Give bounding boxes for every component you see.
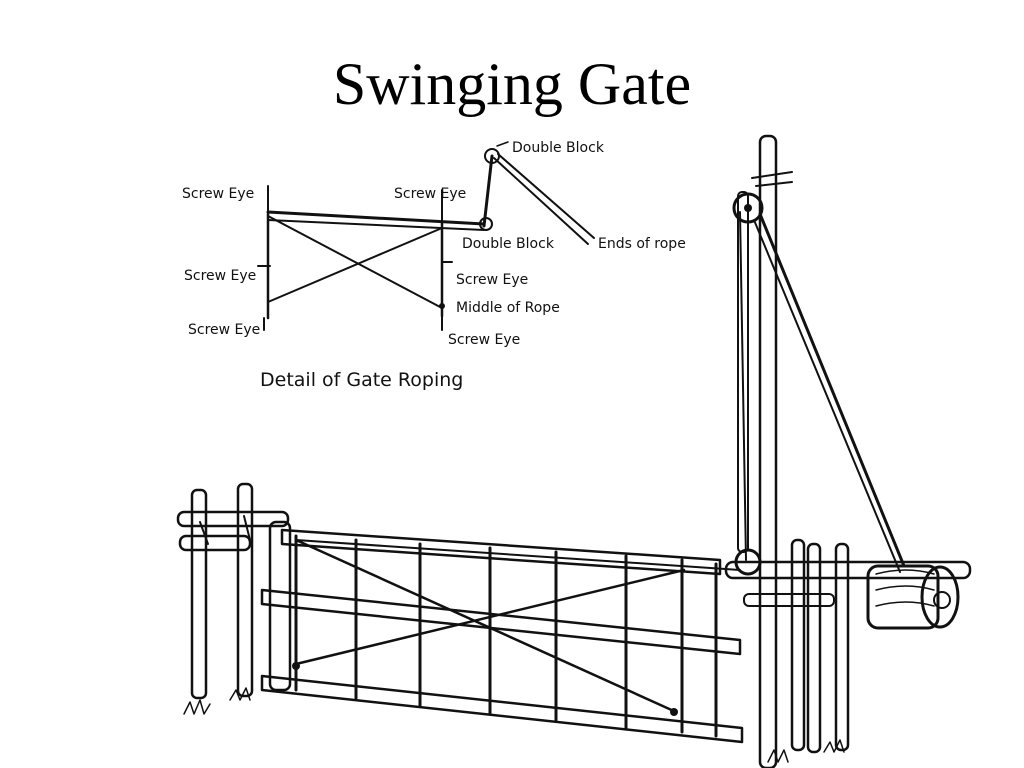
hoist-rope-c: [739, 211, 747, 561]
slide-title: Swinging Gate: [332, 51, 692, 117]
gate-roping-detail: Screw Eye Screw Eye Double Block Double …: [182, 140, 686, 391]
gate-cross-rope-a: [294, 538, 678, 714]
right-fence-post-3: [834, 542, 850, 752]
label-screw-eye-bottom-right: Screw Eye: [448, 332, 520, 348]
windlass-rope-coils: [875, 569, 935, 607]
gate-assembly: [176, 134, 972, 768]
middle-of-rope-mark: [439, 303, 445, 309]
right-brace-rail: [743, 593, 835, 607]
detail-top-rope-2: [267, 219, 485, 231]
gate-screw-eye-bottom-left: [292, 662, 300, 670]
left-fence-post-1: [190, 488, 208, 700]
windlass-axle: [724, 560, 972, 580]
upper-pulley-axle: [744, 204, 752, 212]
hoist-rope-b: [753, 219, 901, 573]
detail-riser-rope: [482, 154, 494, 228]
grass-tuft-left: [183, 699, 211, 715]
grass-tuft-right-2: [823, 739, 845, 753]
hoist-rope-a: [758, 212, 906, 568]
label-screw-eye-mid-left: Screw Eye: [184, 268, 256, 284]
gate-top-rope: [295, 539, 741, 571]
upper-pulley-icon: [732, 192, 764, 224]
gate-top-rail: [280, 528, 722, 576]
mast-top-lashing: [751, 171, 793, 187]
detail-caption: Detail of Gate Roping: [260, 369, 463, 391]
label-ends-of-rope: Ends of rope: [598, 236, 686, 252]
left-fence-post-2: [236, 482, 254, 698]
windlass-drum-hub: [933, 591, 951, 609]
detail-rope-end-b: [497, 153, 595, 239]
hoist-mast: [758, 134, 778, 768]
windlass-drum: [866, 564, 940, 630]
right-fence-post-2: [806, 542, 822, 754]
left-lashings: [199, 515, 251, 545]
detail-top-rope: [266, 210, 486, 226]
left-rail-lower: [178, 534, 252, 552]
label-screw-eye-top-right: Screw Eye: [394, 186, 466, 202]
gate-screw-eye-bottom-right: [670, 708, 678, 716]
grass-tuft-left-2: [229, 687, 251, 701]
detail-rope-end-a: [493, 157, 589, 245]
label-double-block-mid: Double Block: [462, 236, 555, 252]
right-fence-post-1: [790, 538, 806, 752]
gate-bottom-rail: [260, 674, 744, 744]
label-double-block-top: Double Block: [512, 140, 605, 156]
grass-tuft-right: [767, 749, 789, 763]
double-block-top-pointer: [496, 141, 509, 147]
label-screw-eye-mid-right: Screw Eye: [456, 272, 528, 288]
label-screw-eye-top-left: Screw Eye: [182, 186, 254, 202]
detail-cross-rope-b: [267, 227, 443, 303]
left-rail-upper: [176, 510, 290, 528]
gate-cross-rope-b: [294, 568, 686, 666]
double-block-mid-icon: [479, 217, 493, 231]
windlass-drum-end: [920, 565, 960, 629]
label-screw-eye-bottom-left: Screw Eye: [188, 322, 260, 338]
label-middle-of-rope: Middle of Rope: [456, 300, 560, 316]
gate-middle-rail: [260, 588, 742, 656]
detail-cross-rope-a: [267, 215, 443, 309]
